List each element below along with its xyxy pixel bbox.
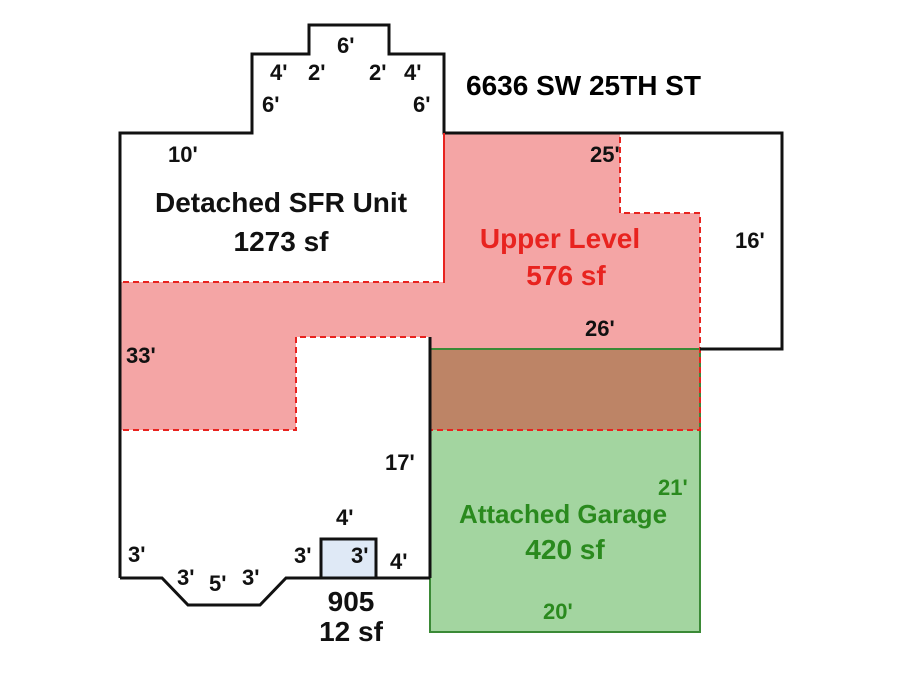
dim-bump-right-height: 6'	[413, 92, 431, 117]
dim-upper-bottom: 26'	[585, 316, 615, 341]
dim-bay-right-diag: 3'	[242, 565, 260, 590]
address-label: 6636 SW 25TH ST	[466, 70, 701, 101]
dim-inner-wall: 17'	[385, 450, 415, 475]
entry-porch-region	[319, 537, 378, 580]
dim-bay-left-diag: 3'	[177, 565, 195, 590]
dim-garage-side: 21'	[658, 475, 688, 500]
dim-bay-left-side: 3'	[128, 542, 146, 567]
sfr-area-label: 1273 sf	[233, 226, 329, 257]
upper-area-label: 576 sf	[526, 260, 606, 291]
upper-garage-overlap-region	[431, 350, 699, 430]
dim-top-step-right: 2'	[369, 60, 387, 85]
dim-entry-to-garage: 4'	[390, 549, 408, 574]
sfr-name-label: Detached SFR Unit	[154, 187, 408, 218]
garage-name-label: Attached Garage	[458, 499, 668, 529]
upper-name-label: Upper Level	[479, 223, 641, 254]
dim-entry-top: 4'	[336, 505, 354, 530]
dim-garage-bottom: 20'	[543, 599, 573, 624]
entry-area-label: 12 sf	[319, 616, 383, 647]
dim-entry-right: 3'	[351, 543, 369, 568]
house-outline	[118, 23, 784, 578]
dim-entry-left: 3'	[294, 543, 312, 568]
dim-right-side: 16'	[735, 228, 765, 253]
dim-left-side: 33'	[126, 343, 156, 368]
dim-top-step-left: 2'	[308, 60, 326, 85]
dim-top-left: 10'	[168, 142, 198, 167]
dim-top-center: 6'	[337, 33, 355, 58]
entry-name-label: 905	[327, 586, 375, 617]
dim-bump-left-width: 4'	[270, 60, 288, 85]
dim-bay-bottom: 5'	[209, 571, 227, 596]
dim-bump-right-width: 4'	[404, 60, 422, 85]
dim-top-right: 25'	[590, 142, 620, 167]
house-outline-bottom	[120, 576, 430, 607]
dim-bump-left-height: 6'	[262, 92, 280, 117]
garage-area-label: 420 sf	[525, 534, 605, 565]
